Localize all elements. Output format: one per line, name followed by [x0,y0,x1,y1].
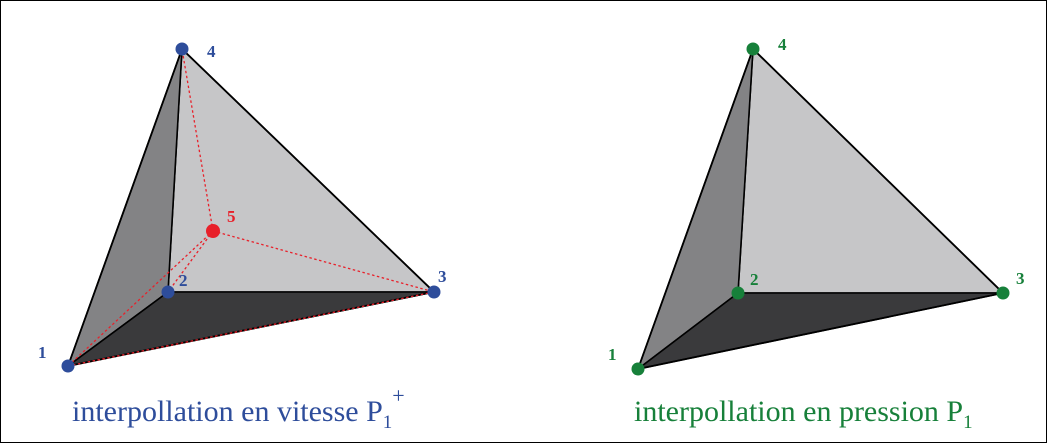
right-label-1: 1 [608,345,617,364]
right-caption-subscript: 1 [963,412,973,433]
left-label-2: 2 [179,271,188,290]
right-label-4: 4 [778,35,787,54]
right-outline [636,47,1005,371]
left-caption-text: interpollation en vitesse P [72,395,383,428]
left-interior-lines [67,48,435,367]
right-caption: interpollation en pression P1 [634,395,973,433]
right-face-back [737,47,1005,294]
left-label-1: 1 [38,343,47,362]
right-node-3 [996,286,1010,300]
left-tetrahedron: 1 2 3 4 5 [38,42,447,373]
right-caption-text: interpollation en pression P [634,395,963,428]
right-label-3: 3 [1016,269,1025,288]
left-label-3: 3 [438,267,447,286]
right-tetrahedron: 1 2 3 4 [608,35,1025,376]
right-label-2: 2 [750,270,759,289]
right-node-1 [631,362,645,376]
left-label-5: 5 [227,207,236,226]
left-label-4: 4 [207,42,216,61]
left-node-5 [206,224,220,238]
left-node-2 [161,285,175,299]
left-node-3 [427,285,441,299]
left-caption-superscript: + [392,383,404,408]
left-node-4 [175,42,189,56]
left-caption-subscript: 1 [383,412,393,433]
right-node-2 [731,286,745,300]
right-node-4 [746,42,760,56]
left-caption: interpollation en vitesse P1 + [72,383,405,433]
left-node-1 [61,359,75,373]
